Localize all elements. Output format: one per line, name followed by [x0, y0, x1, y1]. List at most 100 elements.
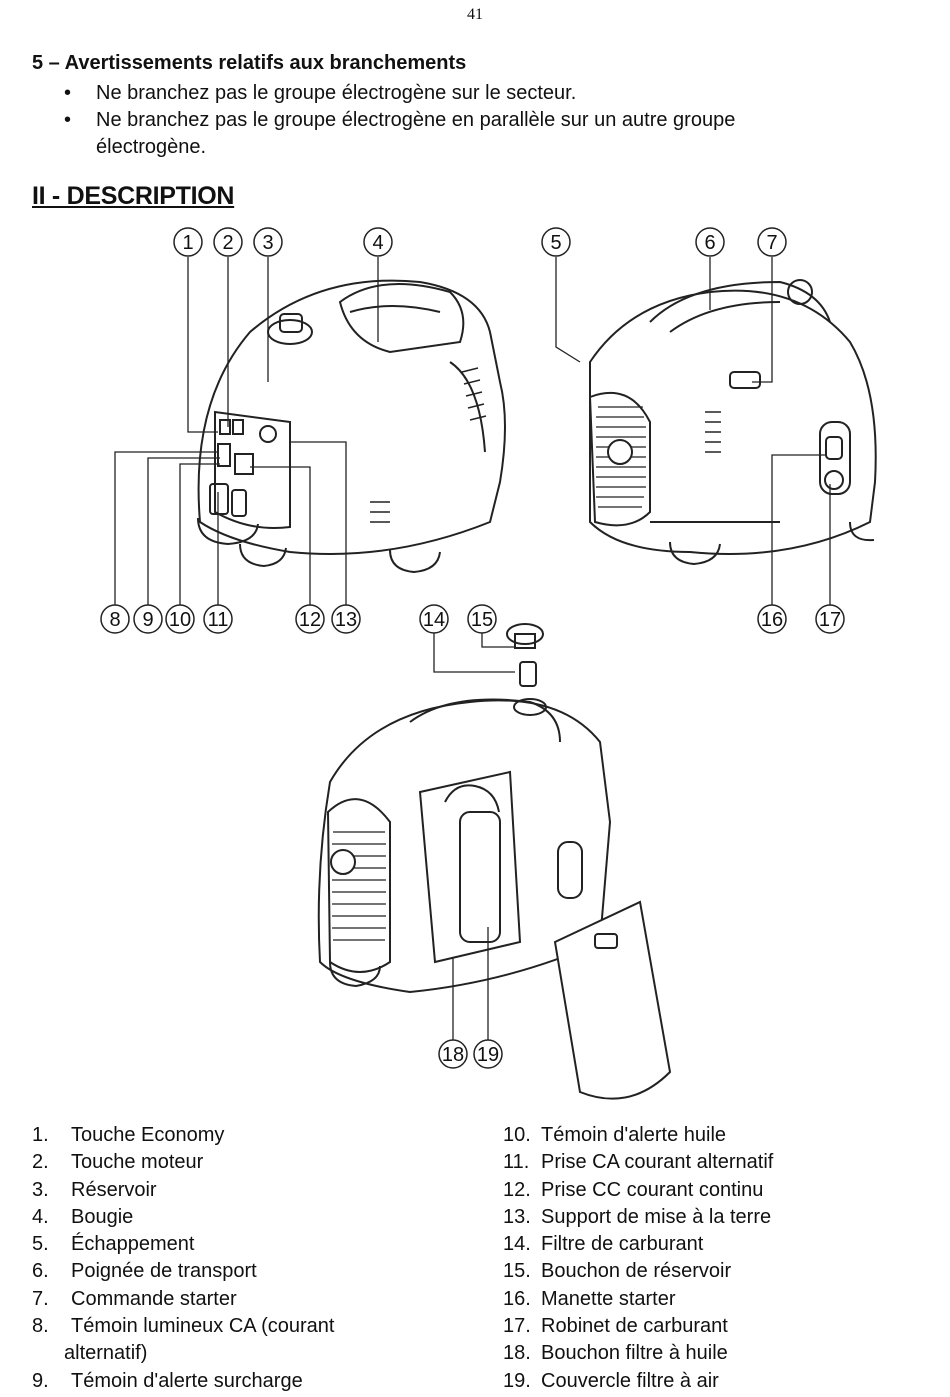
legend-number: 11. [503, 1151, 530, 1174]
legend-number: 5. [32, 1233, 49, 1256]
legend-text: Touche Economy [71, 1124, 225, 1146]
legend-item: 10. Témoin d'alerte huile [503, 1122, 923, 1149]
callout-9: 9 [133, 604, 163, 634]
legend-number: 13. [503, 1205, 531, 1228]
callout-label: 18 [442, 1044, 464, 1066]
legend-item: 4.Bougie [32, 1204, 452, 1231]
callout-4: 4 [363, 227, 393, 257]
generator-front-view [197, 279, 506, 574]
description-title: II - DESCRIPTION [32, 182, 235, 210]
warning-text: Ne branchez pas le groupe électrogène su… [96, 82, 577, 104]
callout-13: 13 [331, 604, 361, 634]
legend-text: Témoin d'alerte huile [541, 1124, 727, 1146]
legend-item: 13.Support de mise à la terre [503, 1204, 923, 1231]
legend-number: 10. [503, 1124, 531, 1146]
section-heading: 5 – Avertissements relatifs aux branchem… [32, 52, 467, 74]
callout-label: 15 [471, 609, 493, 631]
legend-number: 12. [503, 1178, 531, 1201]
legend-item: 5. Échappement [32, 1231, 452, 1258]
legend-item: 14. Filtre de carburant [503, 1231, 923, 1258]
callout-5: 5 [541, 227, 571, 257]
legend-number: 7. [32, 1287, 49, 1310]
callout-label: 14 [423, 609, 445, 631]
legend-text: Bouchon filtre à huile [541, 1342, 728, 1365]
legend-number: 17. [503, 1315, 531, 1338]
legend-item: 9. Témoin d'alerte surcharge [32, 1368, 452, 1395]
callout-label: 5 [550, 232, 561, 254]
legend-text: Manette starter [541, 1287, 676, 1310]
callout-10: 10 [165, 604, 195, 634]
callout-label: 19 [477, 1044, 499, 1066]
legend-text: Filtre de carburant [541, 1233, 704, 1256]
callout-label: 2 [222, 232, 233, 254]
callout-label: 17 [819, 609, 841, 631]
legend-item: 16. Manette starter [503, 1286, 923, 1313]
legend-number: 14. [503, 1233, 531, 1256]
legend-number: 18. [503, 1342, 531, 1365]
bullet-icon: • [64, 82, 72, 104]
legend-item: 6. Poignée de transport [32, 1258, 452, 1285]
legend-item: 17. Robinet de carburant [503, 1313, 923, 1340]
legend-item: 7. Commande starter [32, 1286, 452, 1313]
warning-item: • Ne branchez pas le groupe électrogène s… [60, 80, 820, 107]
generator-rear-view [588, 279, 877, 566]
callout-11: 11 [203, 604, 233, 634]
callout-label: 4 [372, 232, 383, 254]
callout-3: 3 [253, 227, 283, 257]
legend-text: Commande starter [71, 1287, 237, 1310]
generator-open-view [317, 623, 672, 1100]
warning-item: •Ne branchez pas le groupe électrogène e… [60, 107, 820, 161]
legend-number: 16. [503, 1287, 531, 1310]
legend-text: Échappement [71, 1233, 195, 1256]
legend-number: 4. [32, 1205, 49, 1228]
parts-legend-right: 10. Témoin d'alerte huile 11. Prise CA cou… [503, 1122, 923, 1395]
callout-label: 9 [142, 609, 153, 631]
legend-number: 2. [32, 1151, 49, 1174]
callout-label: 11 [208, 609, 229, 631]
callout-label: 16 [761, 609, 783, 631]
legend-item: 19.Couvercle filtre à air [503, 1368, 923, 1395]
legend-item: 11. Prise CA courant alternatif [503, 1149, 923, 1176]
warning-text: Ne branchez pas le groupe électrogène en… [96, 109, 736, 158]
callout-label: 7 [766, 232, 777, 254]
legend-item: 1.Touche Economy [32, 1122, 452, 1149]
leader-lines [114, 257, 831, 1040]
legend-text: Robinet de carburant [541, 1315, 728, 1338]
callout-label: 1 [182, 232, 193, 254]
generator-illustration: 1 2 3 4 5 6 7 8 9 10 11 12 13 14 15 16 1… [100, 227, 877, 1100]
warning-list: • Ne branchez pas le groupe électrogène s… [60, 80, 820, 161]
legend-item: 15. Bouchon de réservoir [503, 1258, 923, 1285]
legend-number: 15. [503, 1260, 531, 1283]
legend-item: 18. Bouchon filtre à huile [503, 1340, 923, 1367]
callout-1: 1 [173, 227, 203, 257]
legend-item: 3. Réservoir [32, 1177, 452, 1204]
legend-number: 6. [32, 1260, 49, 1283]
legend-text: Bouchon de réservoir [541, 1260, 732, 1283]
parts-legend-left: 1.Touche Economy 2. Touche moteur 3. Réser… [32, 1122, 452, 1395]
legend-number: 9. [32, 1369, 49, 1392]
generator-diagram: 1 2 3 4 5 6 7 8 9 10 11 12 13 14 15 16 1… [90, 222, 890, 1102]
legend-text: Prise CA courant alternatif [541, 1151, 774, 1174]
legend-text: Prise CC courant continu [541, 1178, 764, 1201]
legend-text: Poignée de transport [71, 1260, 257, 1283]
callout-label: 6 [704, 232, 715, 254]
page-number: 41 [467, 6, 483, 23]
callout-label: 13 [335, 609, 357, 631]
callout-18: 18 [438, 1039, 468, 1069]
callout-17: 17 [815, 604, 845, 634]
callout-markers: 1 2 3 4 5 6 7 8 9 10 11 12 13 14 15 16 1… [100, 227, 845, 1069]
callout-12: 12 [295, 604, 325, 634]
callout-8: 8 [100, 604, 130, 634]
callout-6: 6 [695, 227, 725, 257]
legend-text: Réservoir [71, 1178, 157, 1201]
legend-item: 8.Témoin lumineux CA (courant alternatif… [32, 1313, 394, 1368]
legend-text: Touche moteur [71, 1151, 204, 1174]
legend-item: 12. Prise CC courant continu [503, 1177, 923, 1204]
callout-label: 3 [262, 232, 273, 254]
callout-7: 7 [757, 227, 787, 257]
legend-number: 3. [32, 1178, 49, 1201]
legend-text: Témoin d'alerte surcharge [71, 1369, 303, 1392]
legend-number: 19. [503, 1369, 531, 1392]
callout-label: 8 [109, 609, 120, 631]
callout-label: 10 [169, 609, 191, 631]
